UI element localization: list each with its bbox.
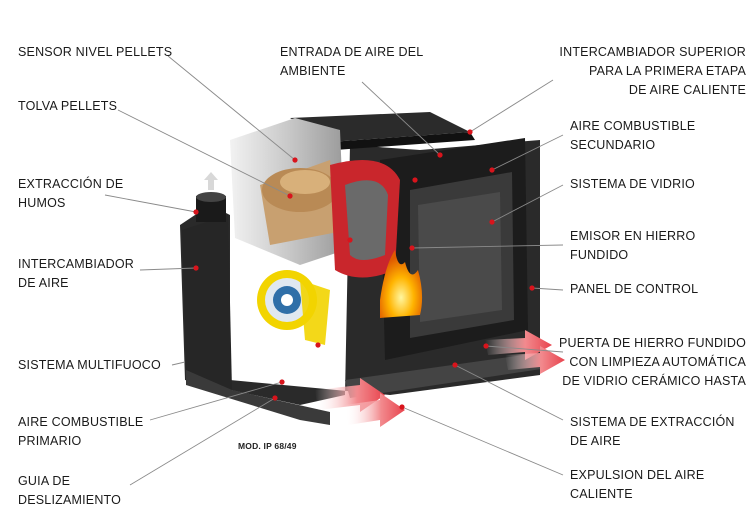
leader-lines [104, 55, 564, 486]
callout-markers [193, 129, 535, 410]
label-puerta-hierro-fundido: PUERTA DE HIERRO FUNDIDO CON LIMPIEZA AU… [559, 334, 746, 391]
label-entrada-aire-ambiente: ENTRADA DE AIRE DEL AMBIENTE [280, 43, 423, 81]
label-line: SENSOR NIVEL PELLETS [18, 45, 173, 59]
label-sistema-multifuoco: SISTEMA MULTIFUOCO [18, 356, 161, 375]
label-guia-deslizamiento: GUIA DE DESLIZAMIENTO [18, 472, 121, 510]
label-tolva-pellets: TOLVA PELLETS [18, 97, 117, 116]
label-emisor-hierro-fundido: EMISOR EN HIERRO FUNDIDO [570, 227, 695, 265]
label-line: SECUNDARIO [570, 138, 656, 152]
label-line: PANEL DE CONTROL [570, 282, 699, 296]
label-line: PUERTA DE HIERRO FUNDIDO [559, 336, 746, 350]
label-line: PARA LA PRIMERA ETAPA [588, 64, 746, 78]
label-expulsion-aire-caliente: EXPULSION DEL AIRE CALIENTE [570, 466, 704, 504]
label-line: DESLIZAMIENTO [18, 493, 122, 507]
label-line: ENTRADA DE AIRE DEL [280, 45, 424, 59]
label-line: FUNDIDO [570, 248, 629, 262]
hot-air-arrows [315, 330, 565, 427]
label-line: AIRE COMBUSTIBLE [570, 119, 696, 133]
label-line: SISTEMA DE EXTRACCIÓN [570, 415, 735, 429]
label-aire-combustible-secundario: AIRE COMBUSTIBLE SECUNDARIO [570, 117, 695, 155]
label-sistema-vidrio: SISTEMA DE VIDRIO [570, 175, 695, 194]
label-sensor-nivel-pellets: SENSOR NIVEL PELLETS [18, 43, 172, 62]
flame [380, 250, 423, 318]
pellet-hopper [230, 118, 345, 265]
label-line: DE AIRE [18, 276, 69, 290]
label-aire-combustible-primario: AIRE COMBUSTIBLE PRIMARIO [18, 413, 143, 451]
label-line: INTERCAMBIADOR [18, 257, 135, 271]
label-line: EMISOR EN HIERRO [570, 229, 696, 243]
label-line: SISTEMA MULTIFUOCO [18, 358, 161, 372]
label-panel-control: PANEL DE CONTROL [570, 280, 698, 299]
label-line: SISTEMA DE VIDRIO [570, 177, 695, 191]
label-line: CON LIMPIEZA AUTOMÁTICA [569, 355, 746, 369]
model-label: MOD. IP 68/49 [238, 441, 297, 451]
label-line: EXTRACCIÓN DE [18, 177, 124, 191]
label-intercambiador-aire: INTERCAMBIADOR DE AIRE [18, 255, 134, 293]
label-line: AMBIENTE [280, 64, 346, 78]
label-line: PRIMARIO [18, 434, 82, 448]
air-fan [257, 270, 330, 345]
combustion-chamber-red [330, 160, 400, 278]
label-line: DE AIRE CALIENTE [628, 83, 746, 97]
label-line: TOLVA PELLETS [18, 99, 118, 113]
smoke-outlet [196, 172, 226, 222]
label-line: AIRE COMBUSTIBLE [18, 415, 144, 429]
label-extraccion-humos: EXTRACCIÓN DE HUMOS [18, 175, 123, 213]
label-sistema-extraccion-aire: SISTEMA DE EXTRACCIÓN DE AIRE [570, 413, 735, 451]
label-line: CALIENTE [570, 487, 633, 501]
label-line: GUIA DE [18, 474, 71, 488]
label-line: EXPULSION DEL AIRE [570, 468, 705, 482]
label-intercambiador-superior: INTERCAMBIADOR SUPERIOR PARA LA PRIMERA … [559, 43, 746, 100]
label-line: DE VIDRIO CERÁMICO HASTA [562, 374, 746, 388]
label-line: HUMOS [18, 196, 66, 210]
label-line: DE AIRE [570, 434, 621, 448]
label-line: INTERCAMBIADOR SUPERIOR [559, 45, 746, 59]
